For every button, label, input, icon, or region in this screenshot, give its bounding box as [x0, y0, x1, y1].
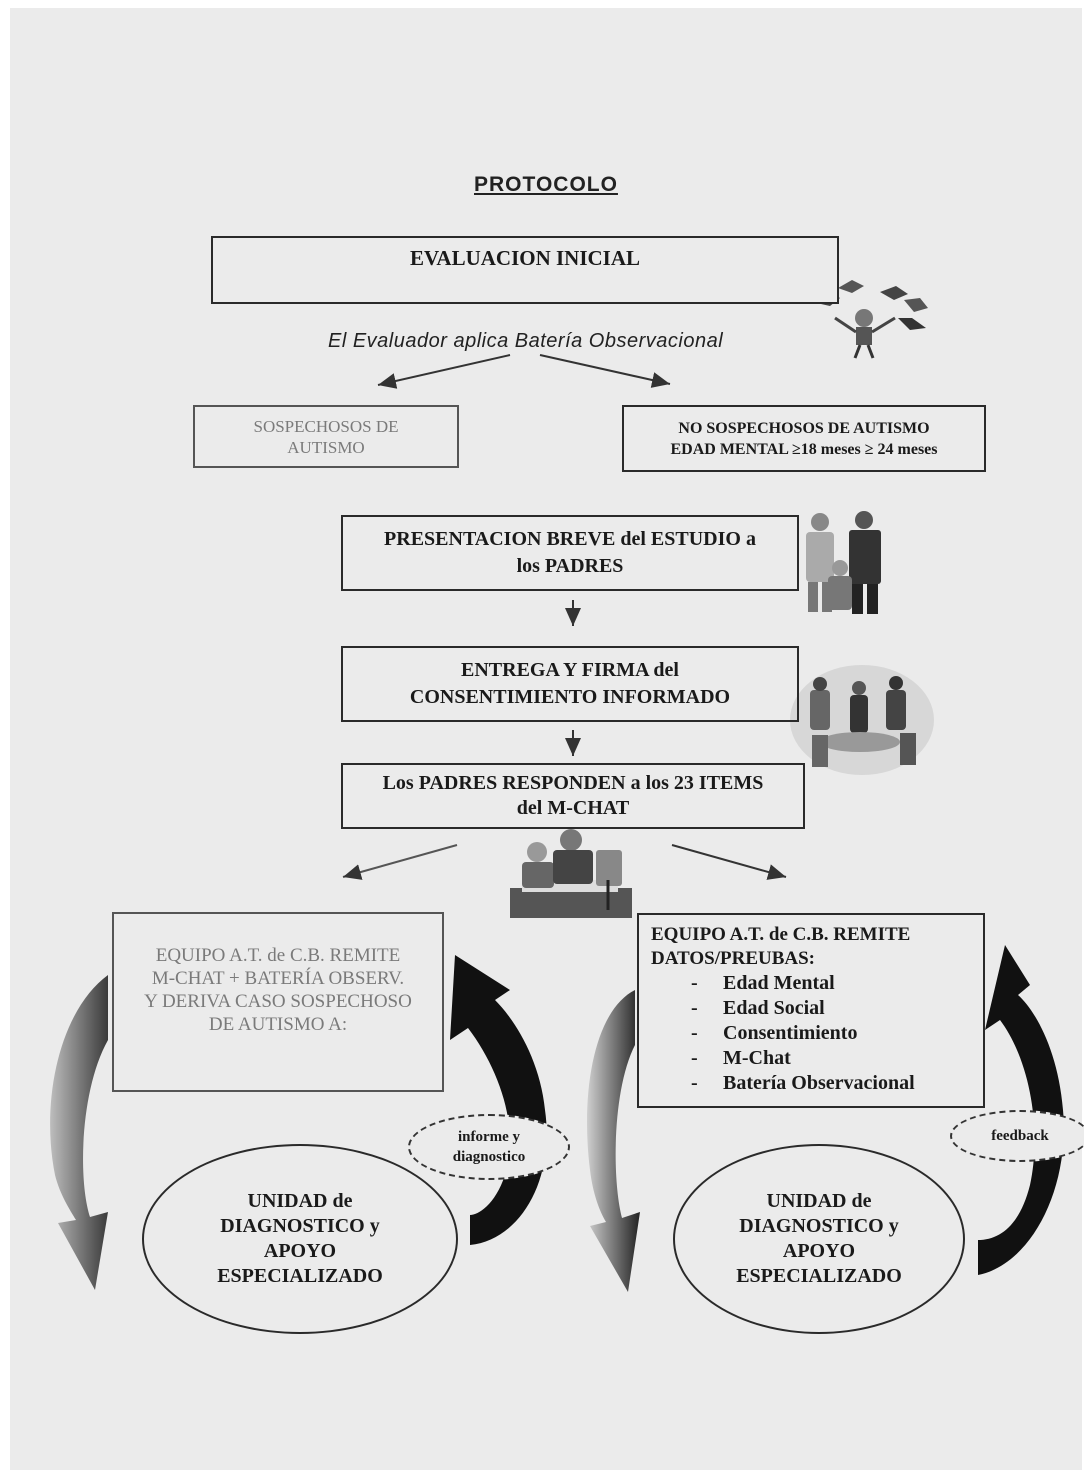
page-title: PROTOCOLO [474, 173, 618, 196]
right-team-header2: DATOS/PREUBAS: [651, 948, 815, 969]
list-item: -Consentimiento [691, 1022, 858, 1044]
right-unit-line3: APOYO [782, 1240, 856, 1262]
right-curved-arrow-up [978, 945, 1064, 1275]
presentation-line2: los PADRES [516, 555, 624, 577]
left-unit-line3: APOYO [263, 1240, 337, 1262]
left-unit-line1: UNIDAD de [247, 1190, 353, 1212]
right-team-list: -Edad Mental -Edad Social -Consentimient… [651, 971, 915, 1096]
list-item: -M-Chat [691, 1047, 791, 1069]
informe-line2: diagnostico [452, 1149, 526, 1165]
left-unit-line2: DIAGNOSTICO y [220, 1215, 380, 1237]
left-curved-arrow-down [50, 975, 108, 1290]
left-team-line1: EQUIPO A.T. de C.B. REMITE [155, 945, 401, 966]
left-diagnostic-unit: UNIDAD de DIAGNOSTICO y APOYO ESPECIALIZ… [142, 1144, 458, 1334]
mchat-box: Los PADRES RESPONDEN a los 23 ITEMS del … [341, 763, 805, 829]
non-suspects-box: NO SOSPECHOSOS DE AUTISMO EDAD MENTAL ≥1… [622, 405, 986, 472]
right-diagnostic-unit: UNIDAD de DIAGNOSTICO y APOYO ESPECIALIZ… [673, 1144, 965, 1334]
suspects-line2: AUTISMO [287, 437, 365, 457]
feedback-text: feedback [991, 1128, 1049, 1144]
suspects-line1: SOSPECHOSOS DE [253, 416, 399, 436]
presentation-line1: PRESENTACION BREVE del ESTUDIO a [384, 528, 756, 550]
list-item: -Edad Social [691, 997, 825, 1019]
left-team-box: EQUIPO A.T. de C.B. REMITE M-CHAT + BATE… [112, 912, 444, 1092]
arrow-to-suspects [377, 354, 511, 389]
right-curved-arrow-down [587, 990, 640, 1292]
arrow-to-right-team [671, 844, 787, 880]
right-unit-line4: ESPECIALIZADO [736, 1265, 902, 1287]
initial-evaluation-box: EVALUACION INICIAL [211, 236, 839, 304]
arrow-to-non-suspects [539, 354, 671, 388]
list-item: -Batería Observacional [691, 1072, 915, 1094]
presentation-box: PRESENTACION BREVE del ESTUDIO a los PAD… [341, 515, 799, 591]
left-team-line4: DE AUTISMO A: [208, 1014, 348, 1035]
consent-line2: CONSENTIMIENTO INFORMADO [409, 686, 731, 708]
non-suspects-line2: EDAD MENTAL ≥18 meses ≥ 24 meses [670, 440, 938, 458]
mchat-line1: Los PADRES RESPONDEN a los 23 ITEMS [382, 772, 764, 794]
right-unit-line1: UNIDAD de [766, 1190, 872, 1212]
list-item: -Edad Mental [691, 972, 835, 994]
meeting-clipart [790, 665, 934, 775]
suspects-box: SOSPECHOSOS DE AUTISMO [193, 405, 459, 468]
right-team-box: EQUIPO A.T. de C.B. REMITE DATOS/PREUBAS… [637, 913, 985, 1108]
non-suspects-line1: NO SOSPECHOSOS DE AUTISMO [678, 419, 930, 437]
mchat-line2: del M-CHAT [516, 797, 630, 819]
left-team-line2: M-CHAT + BATERÍA OBSERV. [151, 968, 405, 989]
informe-line1: informe y [457, 1129, 521, 1145]
arrow-to-left-team [342, 844, 458, 880]
evaluator-subtitle: El Evaluador aplica Batería Observaciona… [328, 330, 724, 352]
left-curved-arrow-up [450, 955, 547, 1245]
left-team-line3: Y DERIVA CASO SOSPECHOSO [144, 991, 412, 1012]
feedback-label: feedback [950, 1110, 1084, 1162]
consent-box: ENTREGA Y FIRMA del CONSENTIMIENTO INFOR… [341, 646, 799, 722]
initial-evaluation-text: EVALUACION INICIAL [409, 246, 641, 270]
family-clipart [806, 511, 881, 614]
consent-line1: ENTREGA Y FIRMA del [461, 659, 679, 681]
left-unit-line4: ESPECIALIZADO [217, 1265, 383, 1287]
right-team-header1: EQUIPO A.T. de C.B. REMITE [651, 924, 911, 945]
right-unit-line2: DIAGNOSTICO y [739, 1215, 899, 1237]
parents-writing-clipart [510, 829, 632, 918]
informe-diagnostico-label: informe y diagnostico [408, 1114, 570, 1180]
